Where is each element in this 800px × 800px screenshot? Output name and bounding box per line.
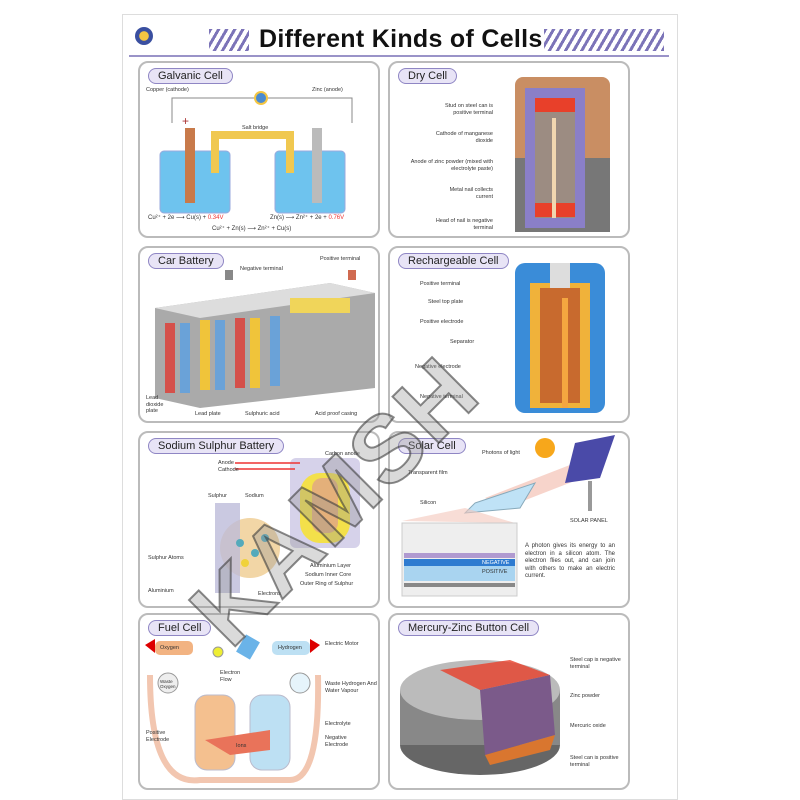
label: Aluminium — [148, 588, 174, 594]
equation-overall: Cu²⁺ + Zn(s) ⟶ Zn²⁺ + Cu(s) — [212, 226, 292, 232]
cells-poster: Different Kinds of Cells + Copper (catho… — [122, 14, 678, 800]
label: Aluminium Layer — [310, 563, 351, 569]
dry-cell-diagram — [515, 77, 610, 232]
publisher-logo — [135, 27, 153, 45]
panel-title: Car Battery — [148, 253, 224, 269]
sodium-sulphur-diagram — [215, 458, 360, 593]
label: Lead plate — [195, 411, 221, 417]
label: Ions — [236, 743, 247, 749]
solar-cell-diagram — [401, 435, 615, 597]
label: Metal nail collects current — [449, 187, 493, 200]
sun-icon — [535, 438, 555, 458]
panel-title: Rechargeable Cell — [398, 253, 509, 269]
label: Waste Hydrogen And Water Vapour — [325, 681, 377, 694]
label: Sodium — [245, 493, 264, 499]
panel-sodium-sulphur-battery: Carbon anode Anode Cathode Sulphur Sodiu… — [138, 431, 380, 608]
label: Anode — [218, 460, 234, 466]
label: Electric Motor — [325, 641, 359, 647]
label: Transparent film — [408, 470, 448, 476]
label: Positive Electrode — [146, 730, 170, 743]
equation-text: Cu²⁺ + 2e ⟶ Cu(s) + — [148, 215, 207, 221]
label: Copper (cathode) — [146, 87, 189, 93]
label: Photons of light — [482, 450, 520, 456]
panel-title: Solar Cell — [398, 438, 466, 454]
label: Carbon anode — [325, 451, 360, 457]
label: Waste Oxygen — [160, 679, 176, 690]
label: Salt bridge — [242, 125, 269, 131]
car-battery-diagram — [155, 270, 375, 408]
decor-stripes — [544, 29, 664, 51]
label: Acid proof casing — [315, 411, 358, 417]
panel-title: Dry Cell — [398, 68, 458, 84]
svg-text:+: + — [182, 114, 189, 128]
label: POSITIVE — [482, 569, 508, 575]
solar-description: A photon gives its energy to an electron… — [525, 543, 615, 579]
poster-title: Different Kinds of Cells — [259, 25, 543, 53]
panel-title: Mercury-Zinc Button Cell — [398, 620, 540, 636]
panel-dry-cell: Stud on steel can is positive terminal C… — [388, 61, 630, 238]
label: Zinc powder — [570, 693, 600, 699]
panel-title: Galvanic Cell — [148, 68, 233, 84]
label: Steel top plate — [428, 299, 464, 305]
label: Lead dioxide plate — [146, 395, 164, 415]
decor-stripes — [209, 29, 249, 51]
poster-header: Different Kinds of Cells — [129, 21, 669, 57]
label: Hydrogen — [278, 645, 302, 651]
label: Outer Ring of Sulphur — [300, 581, 354, 587]
label: Electrons — [258, 591, 281, 597]
label: Positive terminal — [420, 281, 461, 287]
label: Electrolyte — [325, 721, 351, 727]
label: Steel cap is negative terminal — [570, 657, 621, 670]
label: Sulphur Atoms — [148, 555, 184, 561]
label: Sulphuric acid — [245, 411, 280, 417]
panel-mercury-zinc-button-cell: Steel cap is negative terminal Zinc powd… — [388, 613, 630, 790]
panel-rechargeable-cell: Positive terminal Steel top plate Positi… — [388, 246, 630, 423]
voltage: 0.76V — [328, 215, 345, 221]
galvanic-diagram: + — [159, 91, 353, 214]
label: Zinc (anode) — [312, 87, 343, 93]
label: Sulphur — [208, 493, 227, 499]
label: Head of nail is negative terminal — [435, 218, 493, 231]
rechargeable-diagram — [515, 263, 605, 413]
label: Sodium Inner Core — [305, 572, 352, 578]
voltage: 0.34V — [207, 215, 224, 221]
label: Anode of zinc powder (mixed with electro… — [410, 159, 493, 172]
label: Positive terminal — [320, 256, 361, 262]
label: NEGATIVE — [482, 560, 510, 566]
label: Stud on steel can is positive terminal — [444, 103, 493, 116]
label: Positive electrode — [420, 319, 464, 325]
panel-title: Sodium Sulphur Battery — [148, 438, 285, 454]
fuel-cell-diagram — [145, 634, 322, 784]
equation-anode: Zn(s) ⟶ Zn²⁺ + 2e + 0.76V — [270, 214, 344, 221]
label: Electron Flow — [220, 670, 241, 683]
panel-solar-cell: Photons of light Transparent film Silico… — [388, 431, 630, 608]
equation-text: Zn(s) ⟶ Zn²⁺ + 2e + — [270, 215, 327, 221]
label: Steel can is positive terminal — [570, 755, 619, 768]
panel-title: Fuel Cell — [148, 620, 212, 636]
label: Negative terminal — [240, 266, 283, 272]
label: SOLAR PANEL — [570, 518, 608, 524]
label: Cathode of manganese dioxide — [435, 131, 493, 144]
panel-car-battery: Negative terminal Positive terminal Lead… — [138, 246, 380, 423]
equation-cathode: Cu²⁺ + 2e ⟶ Cu(s) + 0.34V — [148, 214, 223, 221]
label: Negative terminal — [420, 394, 463, 400]
label: Negative Electrode — [325, 735, 349, 748]
panel-fuel-cell: Oxygen Hydrogen Electric Motor Electron … — [138, 613, 380, 790]
label: Cathode — [218, 467, 239, 473]
label: Negative electrode — [415, 364, 461, 370]
label: Mercuric oxide — [570, 723, 606, 729]
panel-galvanic-cell: + Copper (cathode) Zinc (anode) Salt bri… — [138, 61, 380, 238]
label: Separator — [450, 339, 475, 345]
button-cell-diagram — [400, 660, 560, 775]
label: Oxygen — [160, 645, 179, 651]
label: Silicon — [420, 500, 437, 506]
